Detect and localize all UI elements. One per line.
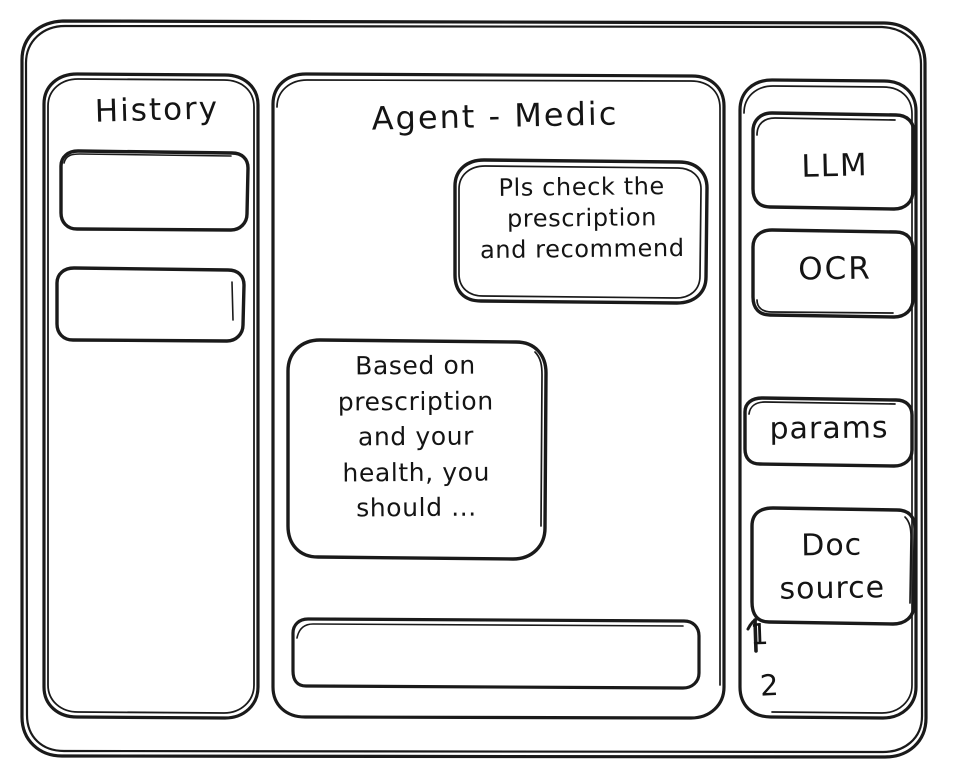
history-item-2[interactable] xyxy=(55,266,246,343)
doc-source-item-2[interactable]: 2 xyxy=(759,667,781,703)
llm-button[interactable] xyxy=(751,111,916,211)
llm-button-outline xyxy=(751,111,916,211)
history-item-1[interactable] xyxy=(57,150,249,232)
tools-panel-outline xyxy=(738,78,918,720)
history-item-1-outline xyxy=(59,149,250,232)
doc-source-button[interactable] xyxy=(750,506,917,626)
doc-item-1-marker xyxy=(746,617,759,653)
history-panel-outline xyxy=(42,72,260,720)
params-button-outline xyxy=(743,396,914,468)
composer-outline xyxy=(291,617,701,690)
ocr-button[interactable] xyxy=(751,228,915,319)
doc-source-button-outline xyxy=(750,506,917,626)
composer-input[interactable] xyxy=(291,617,701,690)
history-item-2-outline xyxy=(55,266,246,343)
history-panel-title: History xyxy=(94,90,220,130)
user-bubble-outline xyxy=(453,158,709,305)
assistant-message-text: Based on prescription and your health, y… xyxy=(337,350,494,523)
assistant-bubble-outline xyxy=(286,338,548,561)
ocr-button-outline xyxy=(751,228,915,319)
main-panel-outline xyxy=(271,72,726,720)
params-button[interactable] xyxy=(743,396,914,468)
user-message-text: Pls check the prescription and recommend xyxy=(479,172,685,265)
window-frame xyxy=(20,19,928,759)
